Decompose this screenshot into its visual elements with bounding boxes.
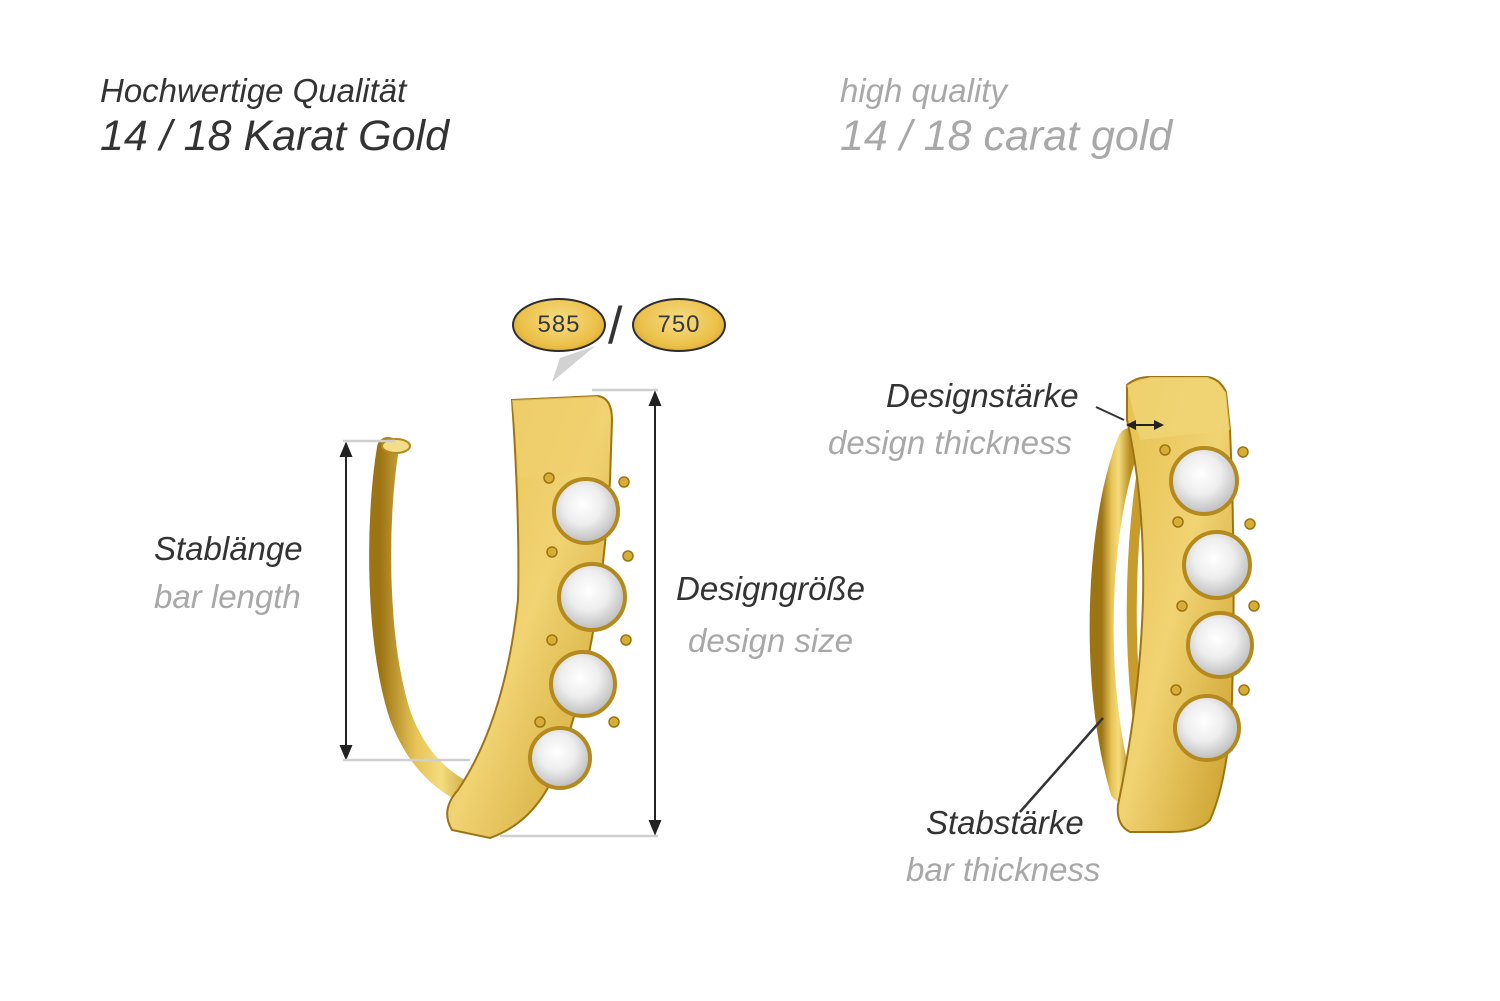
label-bar-length-en: bar length: [154, 578, 301, 615]
gem: [528, 726, 592, 790]
label-bar-thickness-de: Stabstärke: [926, 804, 1084, 841]
header-en-title: 14 / 18 carat gold: [840, 112, 1173, 160]
label-bar-thickness-en: bar thickness: [906, 851, 1101, 888]
hallmark-separator: /: [608, 297, 623, 355]
gem: [1169, 446, 1239, 516]
gem: [552, 477, 620, 545]
hallmark-pointer: [552, 346, 595, 382]
hallmark-750: 750: [632, 298, 726, 352]
gem: [1186, 611, 1254, 679]
gem: [1182, 530, 1252, 600]
left-design-top: [512, 396, 600, 478]
gem: [557, 562, 627, 632]
label-design-size-de: Designgröße: [676, 570, 865, 607]
left-gems: [528, 477, 627, 790]
right-design-top: [1127, 377, 1230, 440]
label-design-thickness-de: Designstärke: [886, 377, 1079, 414]
right-piercing: [1089, 376, 1260, 833]
label-design-thickness-en: design thickness: [828, 424, 1072, 461]
design-size-dimension: [648, 390, 662, 836]
header-en-subtitle: high quality: [840, 72, 1007, 109]
label-design-size-en: design size: [688, 622, 854, 659]
design-thickness-dimension: [1095, 406, 1164, 430]
right-bar-back: [1089, 428, 1142, 802]
gem: [549, 650, 617, 718]
hallmark-585: 585: [512, 298, 606, 352]
header-de-title: 14 / 18 Karat Gold: [100, 112, 449, 160]
bar-length-dimension: [339, 441, 353, 761]
header-de-subtitle: Hochwertige Qualität: [100, 72, 407, 109]
bar-thickness-leader: [1019, 717, 1104, 813]
gem: [1173, 694, 1241, 762]
left-bar-tip: [381, 438, 411, 454]
left-piercing: [369, 394, 634, 840]
left-bar: [369, 437, 493, 811]
right-gems: [1169, 446, 1254, 762]
label-bar-length-de: Stablänge: [154, 530, 303, 567]
